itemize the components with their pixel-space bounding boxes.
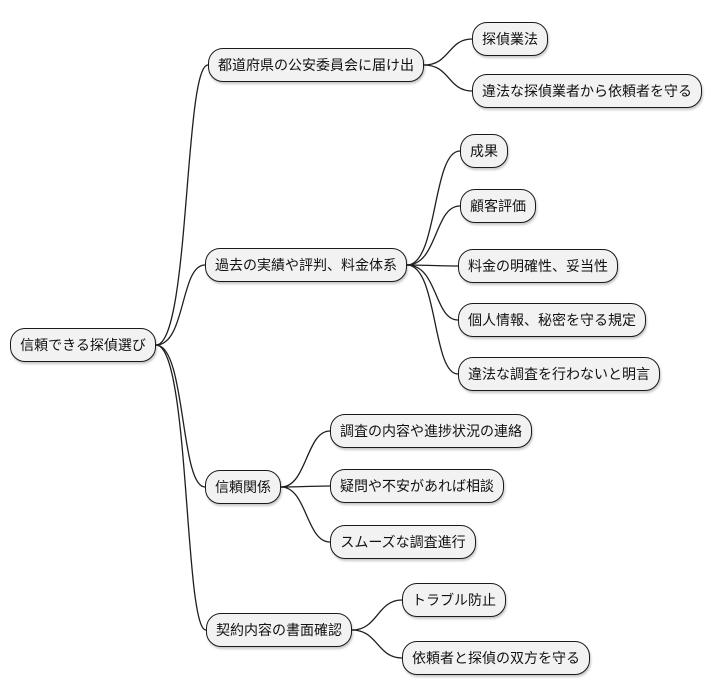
mindmap-node-leaf-fee-clarity: 料金の明確性、妥当性 — [458, 249, 618, 283]
mindmap-node-branch-written-contract: 契約内容の書面確認 — [206, 613, 352, 647]
connector-branch2-leaf3 — [406, 264, 459, 267]
mindmap-node-leaf-privacy-rules: 個人情報、秘密を守る規定 — [458, 303, 646, 337]
connector-branch3-leaf1 — [280, 430, 331, 488]
connector-root-branch4 — [155, 344, 207, 631]
mindmap-node-leaf-customer-reviews: 顧客評価 — [460, 189, 536, 223]
connector-branch2-leaf2 — [406, 205, 461, 266]
mindmap-node-leaf-consultation: 疑問や不安があれば相談 — [330, 469, 504, 503]
mindmap-node-leaf-smooth-investigation: スムーズな調査進行 — [330, 525, 476, 559]
mindmap-node-leaf-trouble-prevention: トラブル防止 — [402, 583, 506, 617]
mindmap-node-leaf-protect-both-parties: 依頼者と探偵の双方を守る — [402, 641, 590, 675]
mindmap-node-leaf-detective-law: 探偵業法 — [472, 22, 548, 56]
connector-branch2-leaf1 — [406, 150, 461, 266]
connector-branch1-leaf1 — [423, 38, 473, 66]
connector-branch1-leaf2 — [423, 64, 473, 92]
mindmap-node-leaf-protect-clients: 違法な探偵業者から依頼者を守る — [472, 74, 702, 108]
mindmap-node-leaf-results: 成果 — [460, 134, 508, 168]
connector-branch3-leaf3 — [280, 486, 331, 543]
connector-branch3-leaf2 — [280, 485, 331, 488]
connector-root-branch1 — [155, 64, 209, 346]
mindmap-node-root: 信頼できる探偵選び — [10, 328, 156, 362]
connector-branch2-leaf4 — [406, 264, 459, 321]
mindmap-node-branch-trust: 信頼関係 — [205, 470, 281, 504]
mindmap-node-branch-registration: 都道府県の公安委員会に届け出 — [208, 48, 424, 82]
mindmap-node-leaf-progress-reports: 調査の内容や進捗状況の連絡 — [330, 414, 532, 448]
connector-root-branch3 — [155, 344, 206, 488]
mindmap-node-branch-track-record: 過去の実績や評判、料金体系 — [205, 248, 407, 282]
connector-branch4-leaf2 — [351, 629, 403, 659]
mindmap-node-leaf-no-illegal-investigation: 違法な調査を行わないと明言 — [458, 357, 660, 391]
connector-root-branch2 — [155, 264, 206, 346]
connector-branch2-leaf5 — [406, 264, 459, 375]
connector-branch4-leaf1 — [351, 599, 403, 631]
